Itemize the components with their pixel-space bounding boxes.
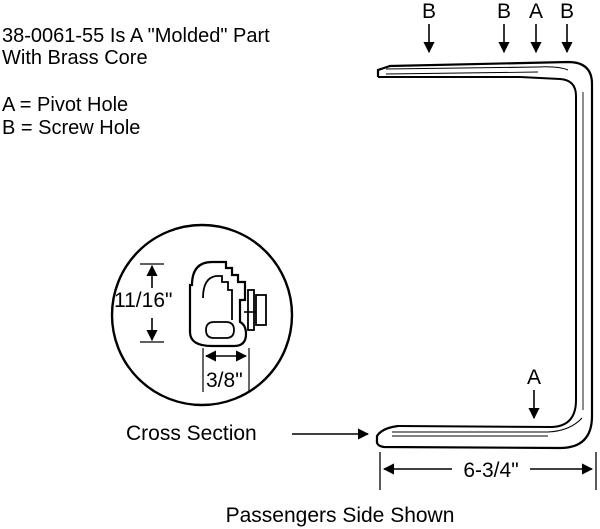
- length-dim-label: 6-3/4": [463, 459, 518, 482]
- top-marker-2: B: [497, 0, 511, 23]
- cross-section-height-dim: 11/16": [114, 289, 172, 312]
- top-marker-4: B: [560, 0, 574, 23]
- lower-marker: A: [527, 366, 541, 389]
- molded-part-outline: [375, 60, 594, 450]
- top-marker-1: B: [422, 0, 436, 23]
- cross-section-label: Cross Section: [126, 422, 257, 445]
- top-marker-3: A: [529, 0, 543, 23]
- legend-pivot-hole: A = Pivot Hole: [2, 94, 128, 116]
- caption: Passengers Side Shown: [226, 504, 455, 527]
- top-hole-markers: B B A B: [422, 0, 574, 54]
- cross-section-detail: 11/16" 3/8": [110, 223, 294, 407]
- cross-section-width-dim: 3/8": [206, 369, 243, 392]
- part-note-line1: 38-0061-55 Is A "Molded" Part: [2, 25, 270, 47]
- length-dimension: 6-3/4": [379, 452, 597, 490]
- part-note-line2: With Brass Core: [2, 47, 148, 69]
- legend-screw-hole: B = Screw Hole: [2, 117, 140, 139]
